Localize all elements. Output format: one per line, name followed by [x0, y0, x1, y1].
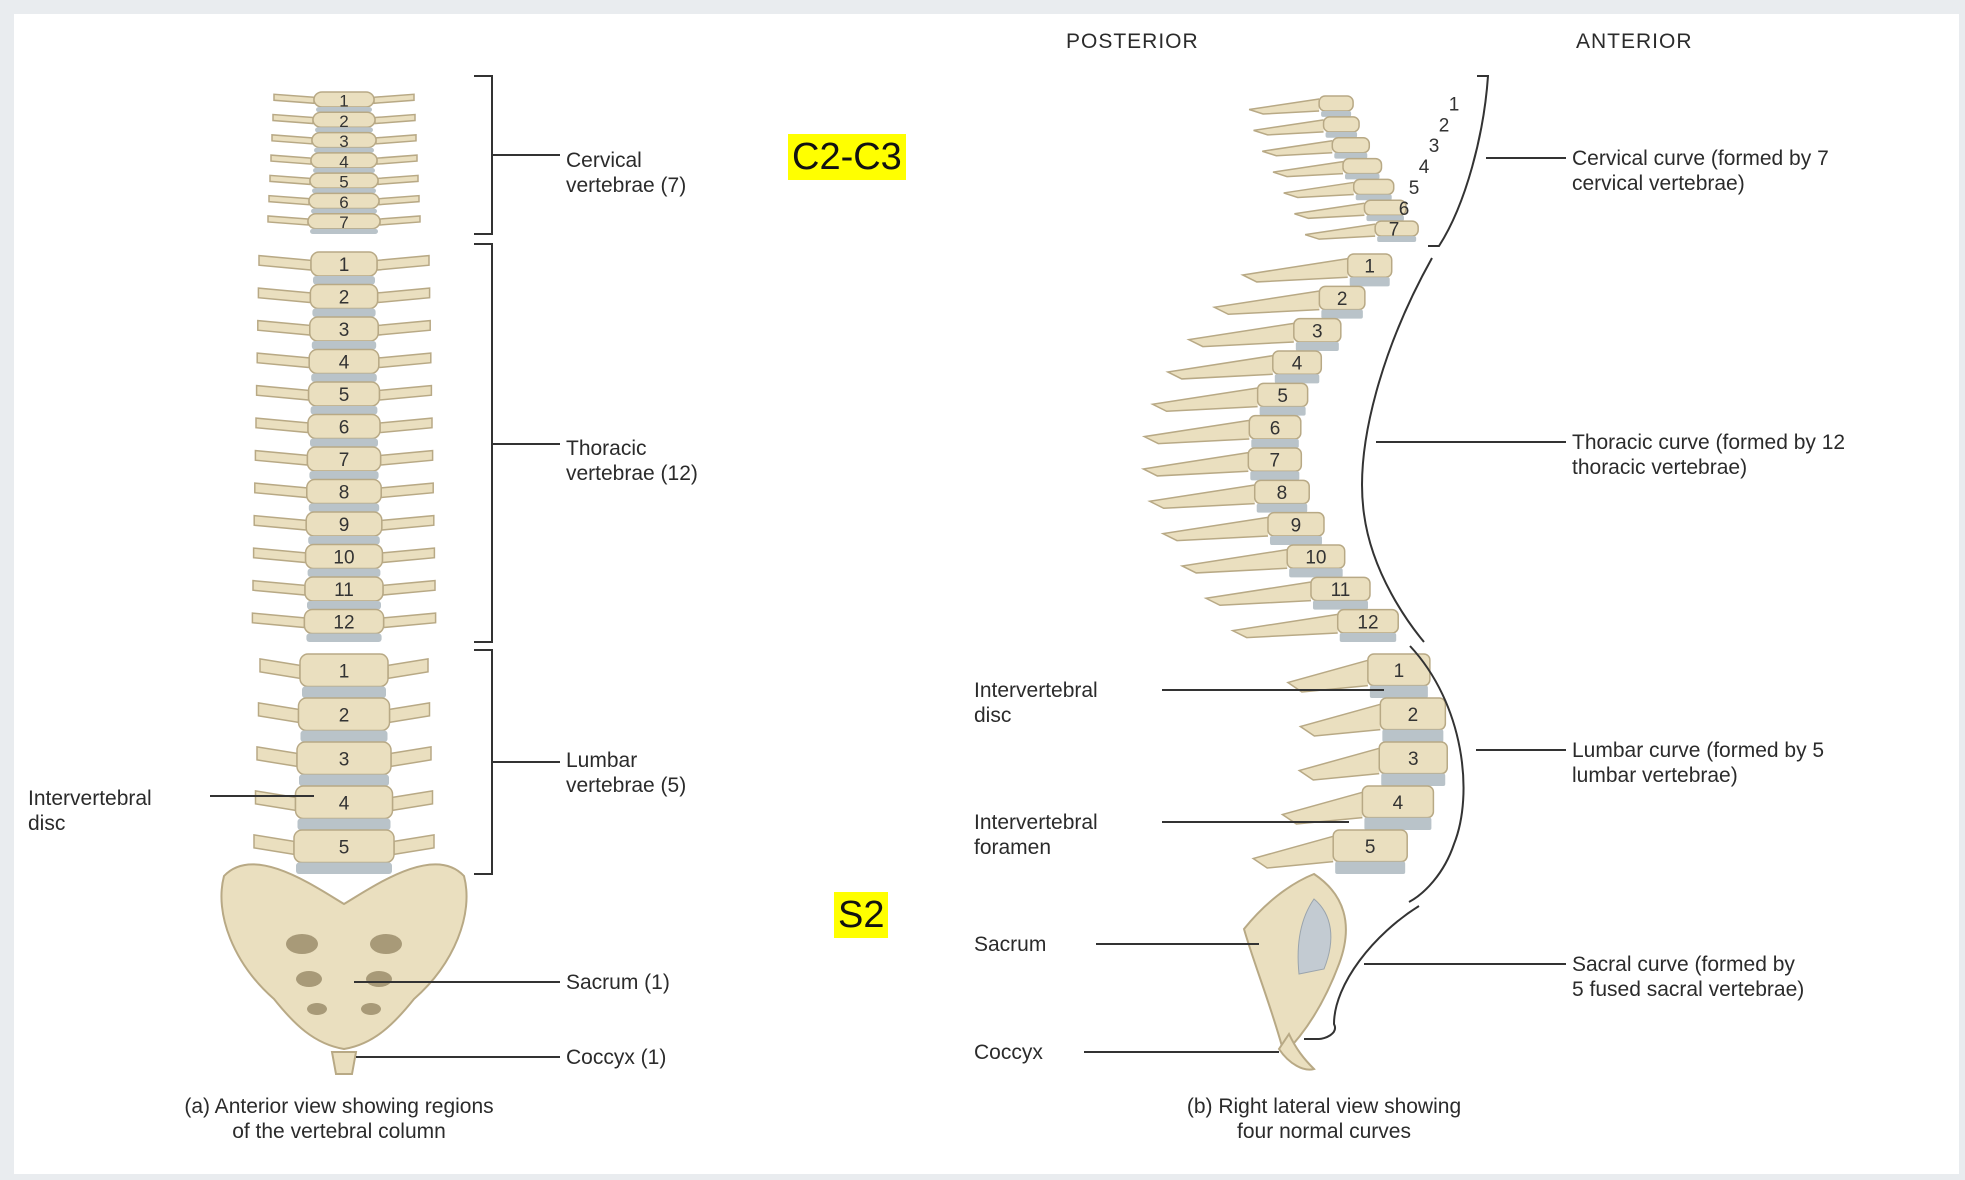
lateral-spinous-process	[1143, 453, 1248, 476]
lateral-spinous-process	[1153, 388, 1258, 411]
sacral-curve-label: Sacral curve (formed by 5 fused sacral v…	[1572, 952, 1804, 1002]
lateral-spinous-process	[1168, 356, 1273, 379]
lateral-vertebra-number: 11	[1331, 580, 1351, 601]
lateral-intervertebral-disc	[1326, 132, 1358, 138]
lateral-spinous-process	[1284, 182, 1354, 197]
lateral-intervertebral-disc	[1251, 439, 1299, 448]
lateral-intervertebral-disc	[1356, 194, 1392, 200]
lateral-intervertebral-disc	[1370, 686, 1428, 698]
lateral-vertebra-number: 2	[1439, 115, 1450, 136]
lateral-intervertebral-disc	[1345, 174, 1380, 180]
thoracic-curve-label: Thoracic curve (formed by 12 thoracic ve…	[1572, 430, 1845, 480]
lateral-vertebra-number: 4	[1419, 157, 1430, 178]
lateral-spinous-process	[1305, 224, 1375, 239]
lateral-vertebra-number: 1	[1364, 257, 1375, 278]
lateral-vertebra-number: 3	[1408, 749, 1419, 770]
lateral-vertebra-number: 6	[1270, 418, 1281, 439]
lateral-intervertebral-disc	[1275, 374, 1320, 383]
lateral-intervertebral-disc	[1289, 568, 1343, 577]
lateral-intervertebral-disc	[1340, 633, 1397, 642]
lateral-vertebra-number: 3	[1312, 321, 1323, 342]
lateral-intervertebral-disc	[1350, 277, 1390, 286]
lateral-sacrum-label: Sacrum	[974, 932, 1046, 957]
lateral-vertebra-number: 12	[1357, 612, 1378, 633]
lateral-vertebra-body	[1324, 117, 1360, 132]
lateral-spinous-process	[1273, 162, 1343, 177]
lateral-intervertebral-disc	[1321, 310, 1363, 319]
lateral-intervertebral-disc	[1257, 504, 1308, 513]
lateral-vertebra-number: 1	[1394, 661, 1405, 682]
lateral-vertebra-number: 5	[1365, 837, 1376, 858]
lateral-spinous-process	[1214, 291, 1319, 314]
lateral-sacrum-shape	[1244, 874, 1346, 1054]
lateral-spinous-process	[1163, 517, 1268, 540]
lateral-intervertebral-disc	[1270, 536, 1322, 545]
lateral-vertebra-body	[1354, 179, 1394, 194]
lateral-intervertebral-disc	[1296, 342, 1339, 351]
lateral-spinous-process	[1254, 120, 1324, 135]
lateral-vertebra-number: 6	[1399, 199, 1410, 220]
lateral-vertebra-number: 4	[1292, 354, 1303, 375]
lateral-spinous-process	[1189, 323, 1294, 346]
lateral-spinous-process	[1206, 582, 1311, 605]
lateral-vertebra-number: 10	[1305, 548, 1326, 569]
lateral-intervertebral-disc	[1381, 774, 1445, 786]
lateral-vertebra-body	[1343, 159, 1382, 174]
lateral-foramen-label: Intervertebral foramen	[974, 810, 1098, 860]
lateral-spinous-process	[1299, 748, 1379, 780]
lateral-intervertebral-disc	[1382, 730, 1443, 742]
lateral-vertebra-number: 1	[1449, 95, 1460, 116]
lumbar-curve-label: Lumbar curve (formed by 5 lumbar vertebr…	[1572, 738, 1824, 788]
lateral-vertebra-number: 5	[1277, 386, 1288, 407]
lateral-spinous-process	[1300, 704, 1380, 736]
lateral-spinous-process	[1253, 836, 1333, 868]
lateral-vertebra-number: 3	[1429, 136, 1440, 157]
lateral-vertebra-number: 4	[1393, 793, 1404, 814]
lateral-spinous-process	[1262, 141, 1332, 156]
lateral-disc-label: Intervertebral disc	[974, 678, 1098, 728]
lateral-spinous-process	[1294, 203, 1364, 218]
lateral-vertebra-number: 2	[1337, 289, 1348, 310]
lateral-vertebra-number: 7	[1270, 451, 1281, 472]
thoracic-curve-bracket	[1362, 258, 1432, 642]
lateral-vertebra-body	[1332, 138, 1369, 153]
lateral-vertebra-number: 8	[1277, 483, 1288, 504]
lateral-intervertebral-disc	[1364, 818, 1431, 830]
lateral-vertebra-number: 9	[1291, 515, 1302, 536]
lateral-spinous-process	[1288, 660, 1368, 692]
lateral-vertebra-body	[1319, 96, 1353, 111]
lateral-spinous-process	[1150, 485, 1255, 508]
lateral-spinous-process	[1249, 99, 1319, 114]
lateral-intervertebral-disc	[1260, 407, 1306, 416]
lateral-intervertebral-disc	[1321, 111, 1351, 117]
lateral-spinous-process	[1243, 259, 1348, 282]
lateral-spinous-process	[1182, 550, 1287, 573]
lateral-vertebra-number: 7	[1389, 220, 1400, 241]
lateral-spinous-process	[1144, 420, 1249, 443]
lateral-coccyx-label: Coccyx	[974, 1040, 1043, 1065]
lateral-vertebra-number: 5	[1409, 178, 1420, 199]
cervical-curve-label: Cervical curve (formed by 7 cervical ver…	[1572, 146, 1829, 196]
lateral-intervertebral-disc	[1334, 153, 1367, 159]
lateral-intervertebral-disc	[1313, 601, 1368, 610]
lateral-vertebra-number: 2	[1408, 705, 1419, 726]
lateral-spinous-process	[1233, 614, 1338, 637]
lateral-caption: (b) Right lateral view showing four norm…	[1124, 1094, 1524, 1144]
lateral-intervertebral-disc	[1250, 471, 1299, 480]
lateral-spinous-process	[1282, 792, 1362, 824]
lateral-intervertebral-disc	[1335, 862, 1405, 874]
